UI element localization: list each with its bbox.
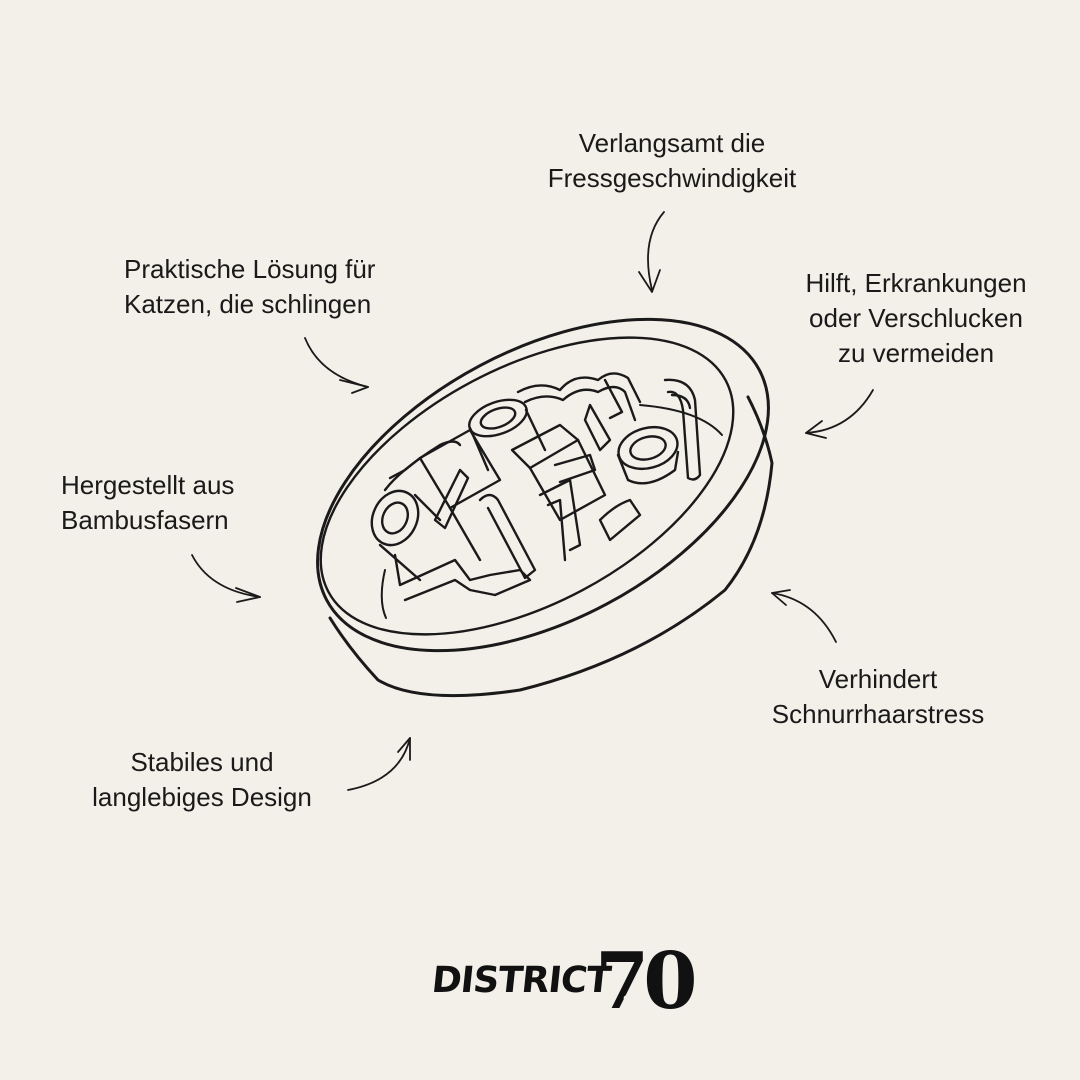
district70-logo: DISTRICT 70 xyxy=(429,936,698,1027)
annotation-practical: Praktische Lösung für Katzen, die schlin… xyxy=(124,252,375,322)
annotation-line: langlebiges Design xyxy=(92,782,312,812)
maze-ridges xyxy=(370,372,702,602)
annotation-line: Verhindert xyxy=(818,664,938,694)
annotation-line: Stabiles und xyxy=(130,747,274,777)
annotation-helps: Hilft, Erkrankungen oder Verschlucken zu… xyxy=(790,266,1042,371)
arrow-bamboo xyxy=(191,554,261,598)
annotation-line: Hilft, Erkrankungen xyxy=(805,268,1027,298)
bowl xyxy=(316,317,774,698)
paw-icon xyxy=(623,991,643,1010)
annotation-line: Verlangsamt die xyxy=(578,128,766,158)
annotation-line: Praktische Lösung für xyxy=(124,254,376,284)
arrow-whiskers xyxy=(771,592,837,643)
annotation-line: Bambusfasern xyxy=(61,505,229,535)
annotation-line: oder Verschlucken xyxy=(809,303,1023,333)
annotation-bamboo: Hergestellt aus Bambusfasern xyxy=(61,468,234,538)
annotation-line: Fressgeschwindigkeit xyxy=(547,163,797,193)
annotation-line: zu vermeiden xyxy=(837,338,995,368)
annotation-durable: Stabiles und langlebiges Design xyxy=(78,745,326,815)
arrow-helps xyxy=(805,389,874,434)
logo-text: DISTRICT xyxy=(429,960,613,1001)
annotation-whiskers: Verhindert Schnurrhaarstress xyxy=(758,662,998,732)
arrow-durable xyxy=(347,737,411,791)
annotation-line: Schnurrhaarstress xyxy=(771,699,985,729)
annotation-line: Katzen, die schlingen xyxy=(124,289,372,319)
logo-number: 70 xyxy=(595,936,698,1027)
arrows xyxy=(191,211,874,791)
annotation-slows-eating: Verlangsamt die Fressgeschwindigkeit xyxy=(535,126,809,196)
arrow-slows-eating xyxy=(647,211,665,291)
arrow-practical xyxy=(304,337,369,388)
annotation-line: Hergestellt aus xyxy=(61,470,235,500)
